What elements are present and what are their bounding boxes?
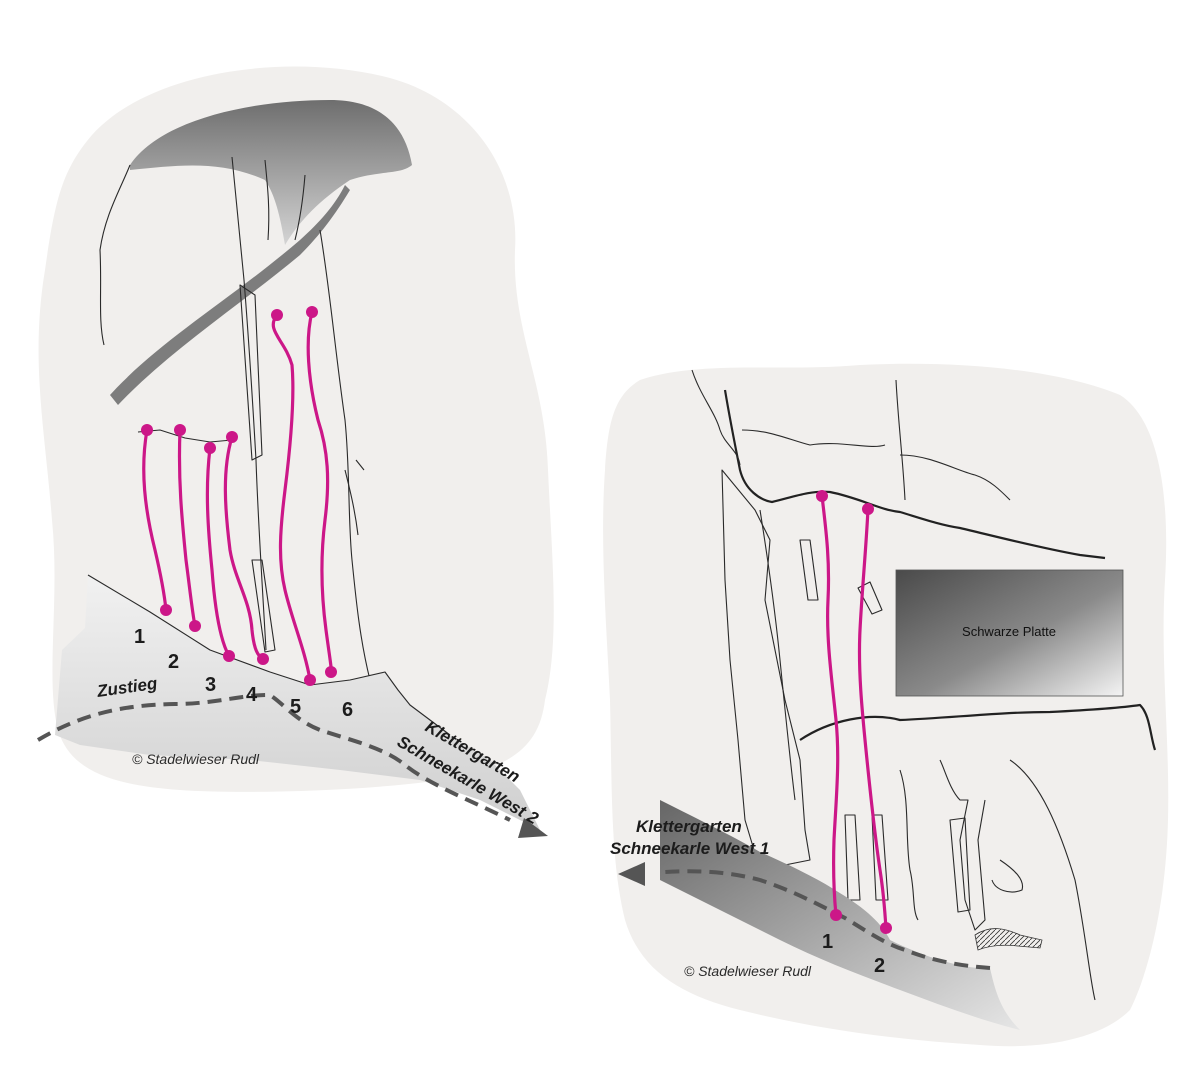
left-route-3-top	[204, 442, 216, 454]
right-route-1	[820, 494, 840, 917]
right-rock-bold-2	[799, 703, 1157, 751]
right-hatched-rope	[974, 928, 1043, 951]
right-route-1-top	[816, 490, 828, 502]
right-rock-line-7	[799, 539, 819, 601]
left-rock-line-5	[319, 229, 371, 681]
right-rock-line-13	[844, 814, 889, 901]
right-rock-line-9	[939, 759, 1096, 1001]
right-rock-line-3	[895, 379, 906, 501]
left-route-4-bottom	[257, 653, 269, 665]
right-rock-line-1	[691, 369, 741, 466]
left-ground-edge	[87, 574, 451, 736]
left-route-4	[223, 435, 265, 661]
black-plate-area	[895, 569, 1124, 697]
left-overhang	[130, 100, 412, 245]
left-route-1-bottom	[160, 604, 172, 616]
right-route-2	[857, 507, 888, 930]
right-direction-label-line1: Klettergarten	[636, 817, 742, 836]
right-rock-line-4	[899, 454, 1011, 501]
right-rock-line-2	[741, 429, 886, 447]
right-copyright: © Stadelwieser Rudl	[684, 963, 812, 979]
left-route-1	[142, 428, 168, 612]
left-route-2-top	[174, 424, 186, 436]
left-route-dots	[141, 306, 337, 686]
left-rock-line-3	[264, 159, 270, 241]
left-route-6-top	[306, 306, 318, 318]
right-direction-arrow	[618, 862, 645, 886]
left-topo: 1 2 3 4 5 6 Zustieg Klettergarten Schnee…	[36, 66, 554, 838]
left-route-6	[306, 310, 333, 674]
left-route-5	[271, 313, 312, 682]
right-rock-bold-1	[723, 389, 1106, 560]
right-rock-line-11	[949, 817, 971, 913]
right-route-dots	[816, 490, 892, 934]
left-rock-line-2	[231, 156, 267, 651]
right-rock-line-8	[857, 581, 883, 615]
left-route-3-bottom	[223, 650, 235, 662]
right-rock-line-10	[899, 769, 919, 921]
left-route-4-top	[226, 431, 238, 443]
right-route-2-top	[862, 503, 874, 515]
right-route-2-bottom	[880, 922, 892, 934]
left-route-6-bottom	[325, 666, 337, 678]
left-route-number-5: 5	[290, 696, 301, 718]
left-route-5-bottom	[304, 674, 316, 686]
right-approach-path	[664, 869, 991, 970]
left-route-number-6: 6	[342, 699, 353, 721]
left-route-number-3: 3	[205, 674, 216, 696]
left-ground	[55, 575, 540, 830]
right-route-number-1: 1	[822, 931, 833, 953]
right-rock-line-12	[991, 859, 1024, 893]
left-rock-line-4	[294, 174, 306, 241]
right-routes	[816, 490, 892, 934]
left-route-number-2: 2	[168, 651, 179, 673]
left-route-5-top	[271, 309, 283, 321]
left-direction-arrow	[518, 818, 548, 838]
left-route-1-top	[141, 424, 153, 436]
left-copyright: © Stadelwieser Rudl	[132, 751, 260, 767]
left-rock-line-7	[251, 559, 276, 653]
left-rock-line-8	[344, 459, 365, 536]
right-topo: Schwarze Platte	[603, 363, 1169, 1047]
right-rock-line-6	[759, 509, 796, 801]
left-rock-line-6	[239, 284, 263, 461]
right-route-1-bottom	[830, 909, 842, 921]
right-rock-line-5	[721, 469, 811, 871]
left-route-2	[177, 428, 197, 628]
left-diagonal-ledge	[110, 185, 350, 405]
left-route-2-bottom	[189, 620, 201, 632]
left-route-3	[205, 446, 231, 658]
left-routes	[141, 306, 337, 686]
right-direction-label-line2: Schneekarle West 1	[610, 839, 769, 858]
left-route-number-1: 1	[134, 626, 145, 648]
left-route-number-4: 4	[246, 684, 258, 706]
left-approach-path	[36, 692, 511, 822]
left-rock-line-1	[99, 164, 131, 346]
black-plate-label: Schwarze Platte	[962, 624, 1056, 639]
right-route-number-2: 2	[874, 955, 885, 977]
